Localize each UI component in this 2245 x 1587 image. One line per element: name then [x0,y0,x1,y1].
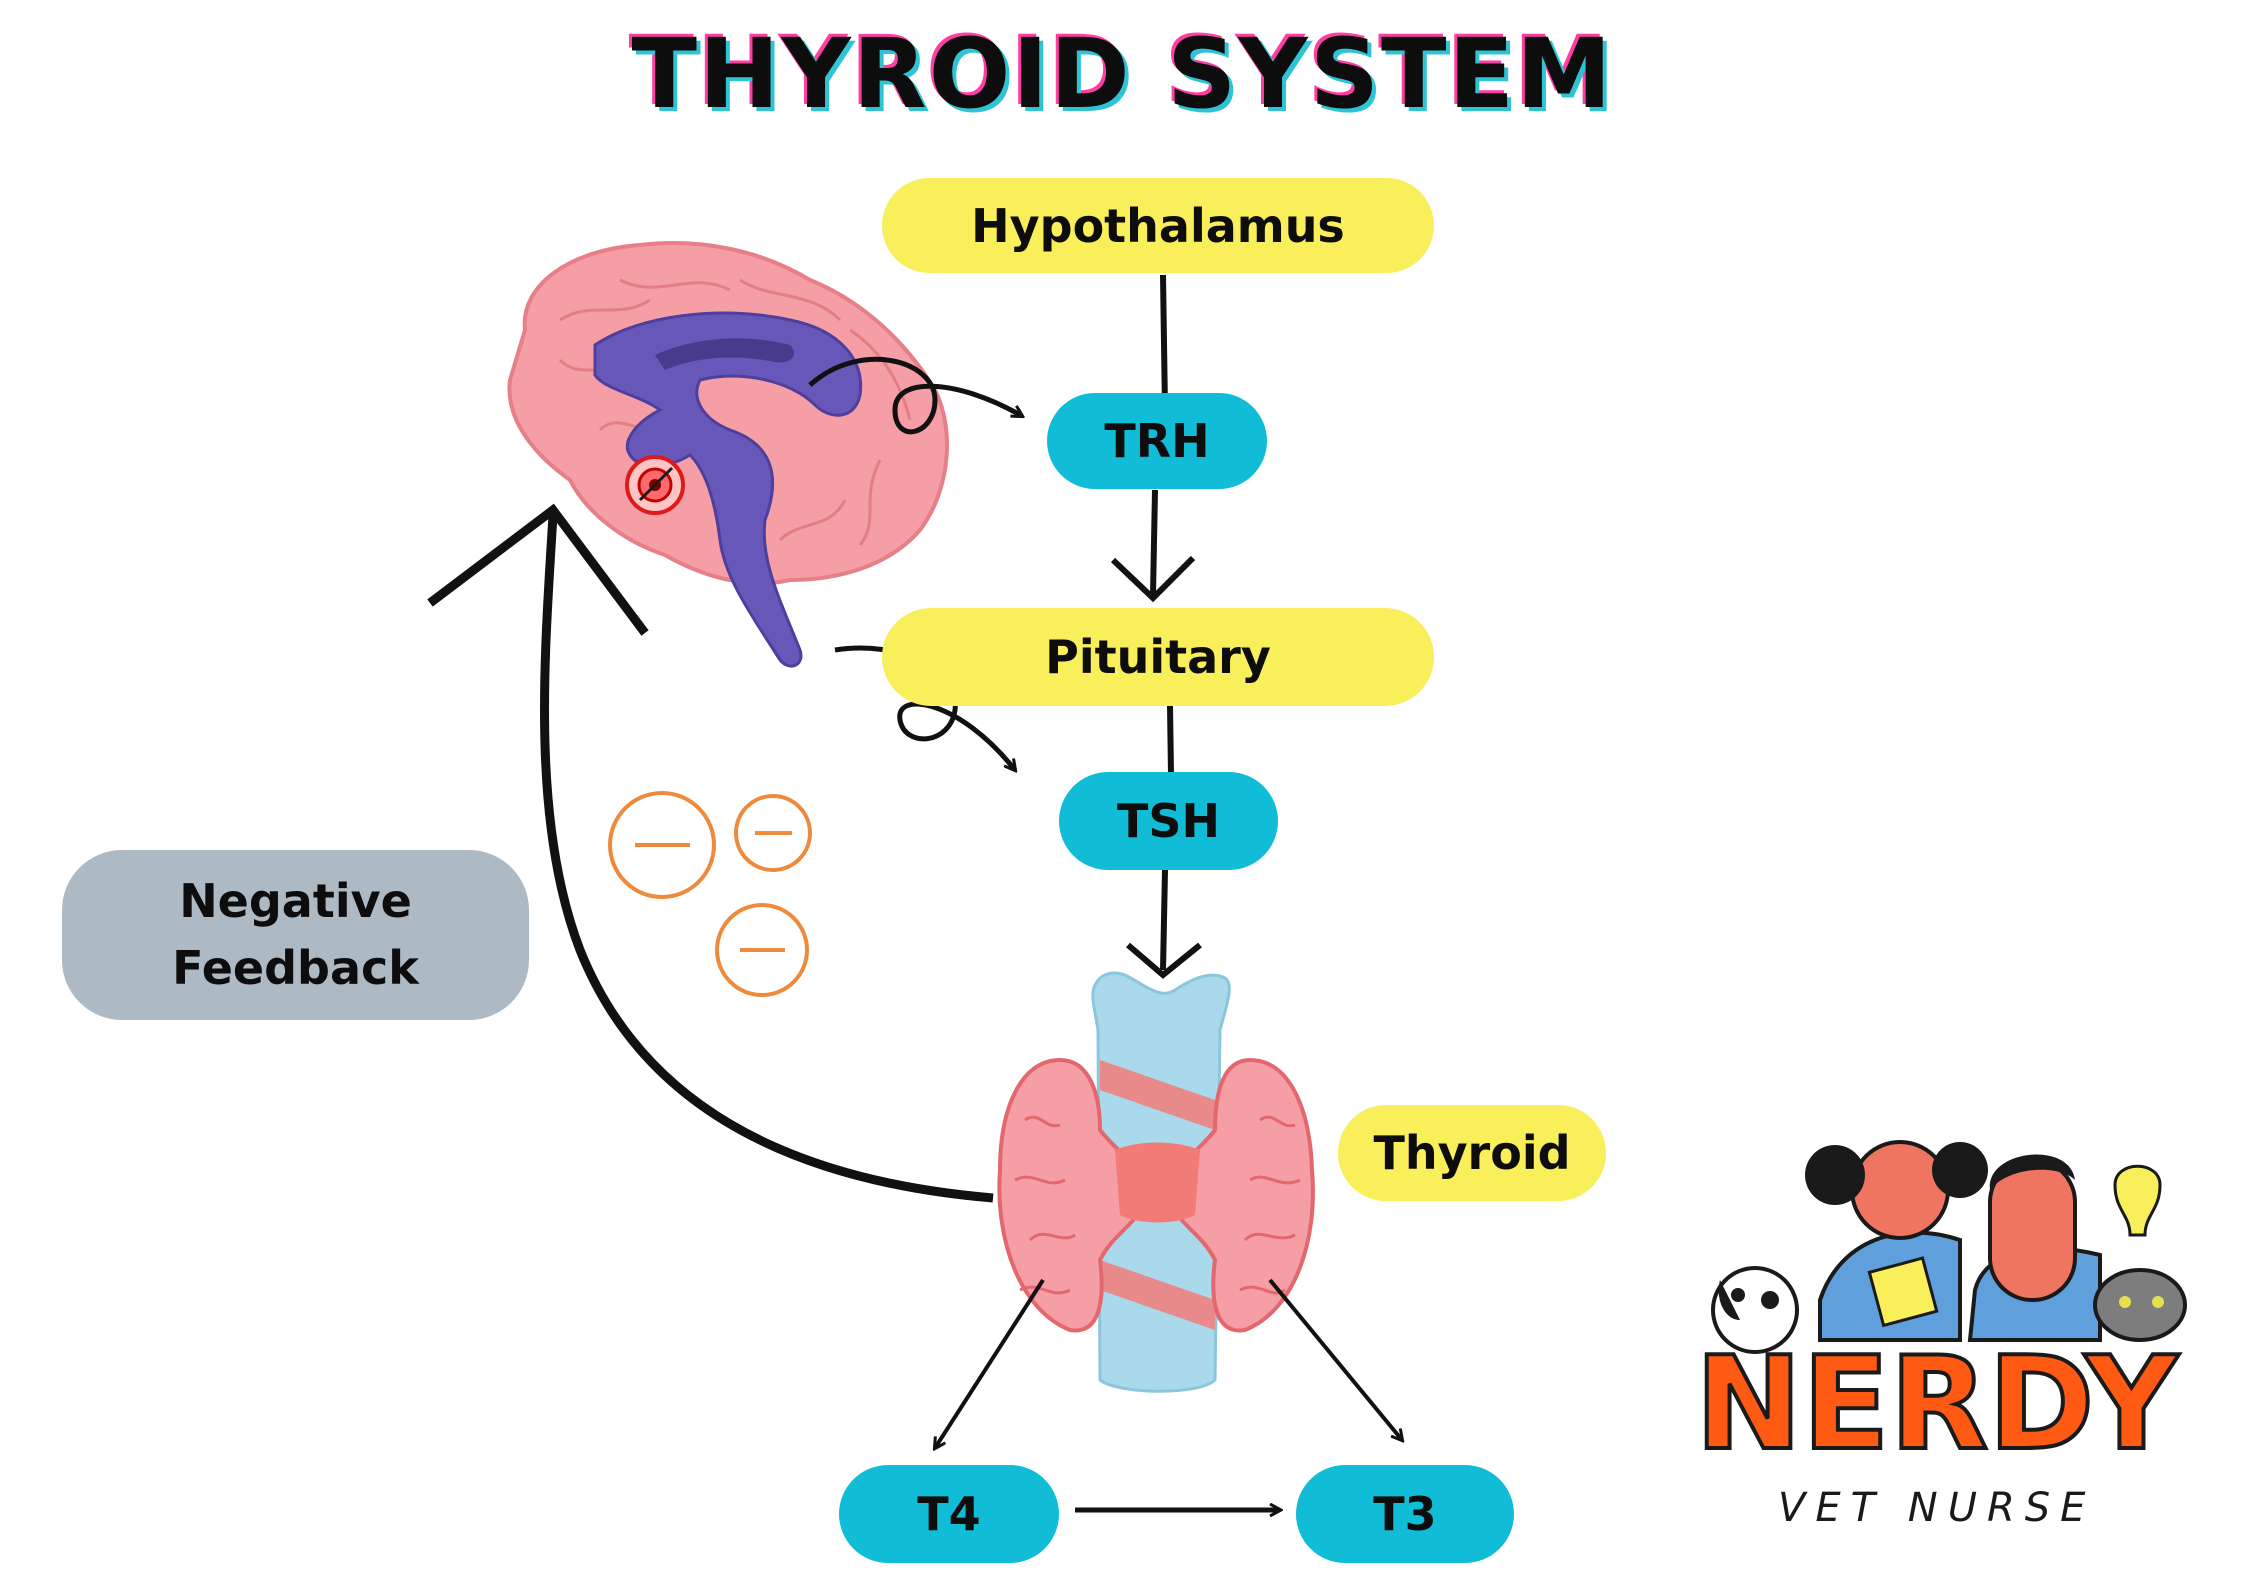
line-pituitary-tsh [1167,704,1174,776]
trh-label: TRH [1047,393,1267,489]
lightbulb-icon [2113,1164,2162,1237]
thyroid-gland-illustration [997,971,1315,1393]
person1-hair-right [1932,1142,1988,1198]
line-hypothalamus-trh [1160,274,1168,411]
person2-face [1988,1158,2077,1302]
tsh-label: TSH [1059,772,1278,870]
logo-subtitle: VET NURSE [1778,1485,2096,1531]
minus-circle-icon [734,794,812,872]
arrow-thyroid-t3 [1268,1278,1402,1440]
negative-feedback-label: Negative Feedback [62,850,529,1020]
person2-hair [1989,1154,2075,1190]
arrowhead-pituitary [1110,555,1196,603]
negative-feedback-arrow [540,514,994,1203]
t3-label: T3 [1296,1465,1514,1563]
arrowhead-thyroid [1126,942,1202,979]
pituitary-label: Pituitary [882,608,1434,706]
thyroid-label: Thyroid [1338,1105,1606,1201]
brain-folds [558,278,912,546]
cat-head [2093,1268,2187,1342]
pituitary-target-icon [625,455,685,515]
line-trh-pituitary [1150,489,1158,596]
curly-arrow-to-trh [808,356,1022,435]
brain-illustration [507,241,949,668]
t4-label: T4 [839,1465,1059,1563]
line-tsh-thyroid [1160,869,1168,971]
feedback-arrowhead [427,503,649,636]
thyroid-texture [1014,1115,1301,1295]
arrow-thyroid-t4 [935,1278,1045,1448]
logo-wordmark: NERDY [1693,1328,2180,1481]
thyroid-left-lobe [997,1057,1153,1333]
person1-face [1850,1140,1950,1240]
minus-circle-icon [608,791,716,899]
person1-hair-left [1805,1145,1865,1205]
thyroid-right-lobe [1162,1057,1315,1333]
book-icon [1867,1256,1939,1328]
corpus-callosum [655,338,795,370]
page-title: THYROID SYSTEM [631,18,1614,130]
dog-head [1711,1266,1799,1354]
brain-cortex [507,241,949,586]
hypothalamus-label: Hypothalamus [882,178,1434,273]
minus-circle-icon [715,903,809,997]
nerdy-vet-nurse-logo [1711,1140,2187,1354]
thyroid-isthmus [1115,1142,1200,1223]
